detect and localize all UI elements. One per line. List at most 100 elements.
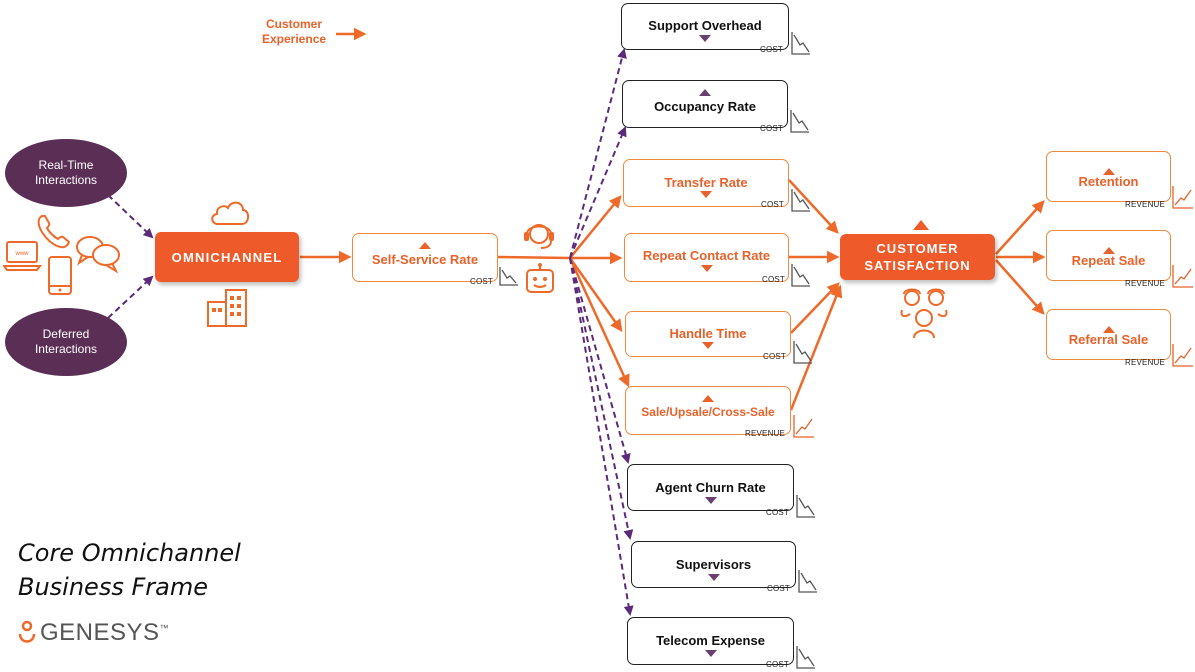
box-repeat-sale: Repeat Sale REVENUE — [1046, 230, 1171, 288]
svg-text:www: www — [15, 251, 30, 257]
frame-title-line1: Core Omnichannel — [18, 539, 241, 567]
box-support-overhead-label: Support Overhead — [648, 18, 762, 33]
hub-to-supervisors — [569, 257, 634, 540]
increase-triangle — [1102, 247, 1115, 254]
box-support-overhead: Support Overhead COST — [621, 3, 789, 54]
increase-triangle — [1102, 326, 1115, 333]
csat-line2: SATISFACTION — [864, 258, 971, 273]
legend-line1: Customer — [266, 17, 323, 31]
revenue-up-chart-icon — [1172, 265, 1193, 288]
box-occupancy-rate: Occupancy Rate COST — [622, 80, 788, 133]
box-handle-time-label: Handle Time — [669, 326, 747, 341]
hub-to-agent-churn — [569, 257, 631, 464]
decrease-triangle — [700, 265, 713, 272]
omnichannel-box: OMNICHANNEL — [155, 232, 299, 282]
brand-trademark: ™ — [159, 623, 170, 633]
cloud-icon — [211, 201, 250, 225]
box-agent-churn-tag: COST — [766, 508, 790, 517]
box-self-service-label: Self-Service Rate — [371, 252, 479, 267]
increase-triangle — [1102, 168, 1115, 175]
revenue-up-chart-icon — [1172, 344, 1193, 367]
cost-down-chart-icon — [793, 341, 812, 364]
box-agent-churn-rate: Agent Churn Rate COST — [627, 464, 794, 517]
box-referral-sale-label: Referral Sale — [1068, 332, 1149, 347]
cost-down-chart-icon — [499, 267, 518, 286]
laptop-www-icon: www — [3, 241, 42, 271]
hub-to-telecom — [569, 257, 634, 616]
box-retention-tag: REVENUE — [1125, 200, 1166, 209]
building-icon — [207, 289, 247, 327]
csat-to-retention — [995, 200, 1045, 255]
oval-realtime-line2: Interactions — [34, 173, 98, 187]
box-occupancy-label: Occupancy Rate — [654, 99, 756, 114]
chatbot-icon — [526, 263, 554, 293]
box-repeat-sale-label: Repeat Sale — [1071, 253, 1146, 268]
increase-triangle — [419, 242, 431, 249]
cost-down-chart-icon — [791, 32, 810, 55]
box-supervisors: Supervisors COST — [631, 541, 796, 593]
phone-icon — [37, 215, 71, 249]
frame-title-line2: Business Frame — [18, 573, 208, 601]
box-repeat-contact-rate: Repeat Contact Rate COST — [624, 233, 789, 284]
decrease-triangle — [699, 35, 711, 42]
hub-to-sale — [568, 257, 630, 388]
box-repeat-sale-tag: REVENUE — [1125, 279, 1166, 288]
box-handle-time-tag: COST — [763, 352, 787, 361]
box-retention: Retention REVENUE — [1046, 151, 1171, 209]
box-referral-sale: Referral Sale REVENUE — [1046, 309, 1171, 367]
box-repeat-contact-tag: COST — [762, 275, 786, 284]
cost-down-chart-icon — [791, 264, 810, 287]
box-self-service-rate: Self-Service Rate COST — [352, 233, 498, 286]
decrease-triangle — [702, 342, 714, 349]
box-telecom-expense: Telecom Expense COST — [627, 617, 794, 669]
handle-time-to-csat — [790, 282, 840, 334]
box-handle-time: Handle Time COST — [625, 311, 791, 361]
box-transfer-label: Transfer Rate — [664, 175, 748, 190]
sale-to-csat — [789, 284, 843, 411]
brand-wordmark: GENESYS™ — [40, 619, 169, 647]
csat-to-referral — [995, 259, 1045, 315]
box-supervisors-label: Supervisors — [675, 557, 752, 572]
box-supervisors-tag: COST — [767, 584, 791, 593]
increase-triangle — [699, 89, 711, 96]
oval-deferred-line2: Interactions — [34, 342, 98, 356]
csat-line1: CUSTOMER — [876, 241, 959, 256]
transfer-to-csat — [788, 179, 839, 234]
oval-deferred-line1: Deferred — [42, 327, 90, 341]
cost-down-chart-icon — [796, 495, 815, 518]
box-support-overhead-tag: COST — [760, 45, 784, 54]
happy-customers-icon — [900, 288, 948, 339]
cost-down-chart-icon — [798, 570, 817, 593]
deferred-connector — [107, 275, 154, 319]
legend-customer-experience: Customer Experience — [262, 17, 326, 47]
revenue-up-chart-icon — [793, 415, 814, 438]
box-repeat-contact-label: Repeat Contact Rate — [642, 248, 771, 263]
realtime-connector — [107, 194, 154, 239]
oval-realtime-line1: Real-Time — [38, 158, 94, 172]
box-agent-churn-label: Agent Churn Rate — [655, 480, 766, 495]
decrease-triangle — [707, 574, 720, 581]
increase-triangle — [702, 395, 714, 402]
box-sale-upsale-cross-sale: Sale/Upsale/Cross-Sale REVENUE — [625, 386, 791, 438]
hub-to-handle-time — [568, 257, 623, 333]
box-transfer-tag: COST — [761, 200, 785, 209]
chat-bubbles-icon — [76, 236, 120, 273]
box-telecom-tag: COST — [766, 660, 790, 669]
box-occupancy-tag: COST — [760, 124, 784, 133]
decrease-triangle — [700, 191, 712, 198]
csat-increase-triangle — [913, 220, 929, 230]
hub-to-transfer — [569, 195, 622, 259]
box-referral-sale-tag: REVENUE — [1125, 358, 1166, 367]
cost-down-chart-icon — [796, 646, 815, 669]
frame-title: Core Omnichannel Business Frame — [18, 536, 241, 604]
box-sale-tag: REVENUE — [745, 429, 786, 438]
box-retention-label: Retention — [1078, 174, 1139, 189]
hub-to-support-overhead — [569, 48, 627, 259]
box-self-service-tag: COST — [470, 277, 494, 286]
brand-name: GENESYS — [40, 619, 160, 646]
mobile-icon — [48, 256, 72, 295]
genesys-logo-icon — [18, 620, 36, 643]
decrease-triangle — [704, 650, 717, 657]
